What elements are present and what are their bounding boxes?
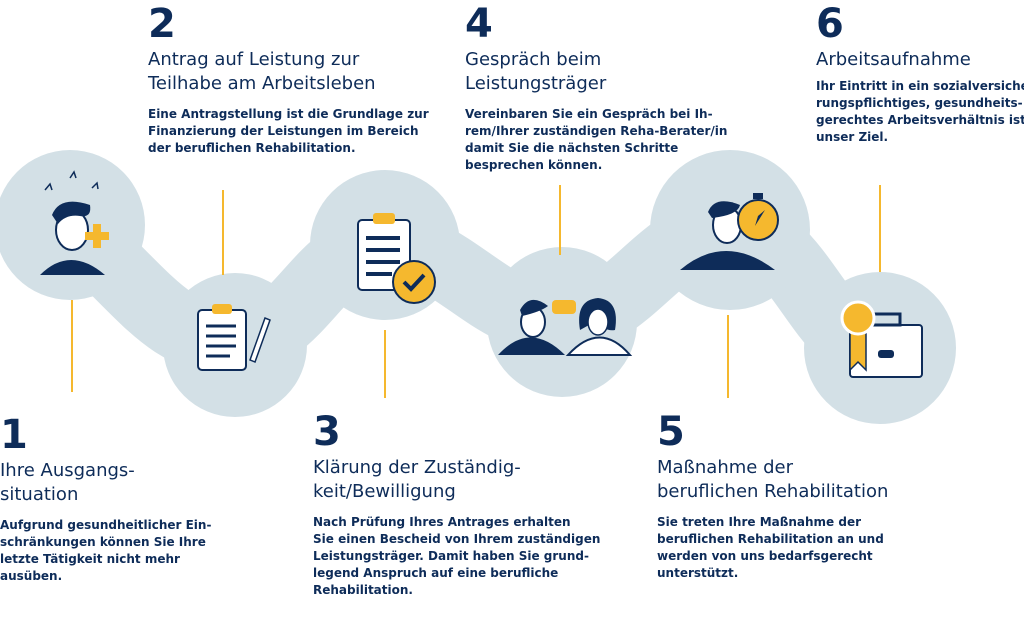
step-title: Klärung der Zuständig-keit/Bewilligung — [313, 457, 521, 502]
step-number: 5 — [657, 409, 685, 455]
step-description: Eine Antragstellung ist die Grundlage zu… — [148, 107, 429, 155]
step-description: Aufgrund gesundheitlicher Ein-schränkung… — [0, 518, 212, 583]
step-1: 1 Ihre Ausgangs-situation Aufgrund gesun… — [0, 413, 211, 585]
step-number: 6 — [816, 1, 844, 47]
step-number: 4 — [465, 1, 493, 47]
step-number: 3 — [313, 409, 341, 455]
clipboard-pen-icon — [197, 304, 271, 371]
step-number: 2 — [148, 1, 176, 47]
step-title: Ihre Ausgangs-situation — [0, 460, 135, 505]
step-6: 6 Arbeitsaufnahme Ihr Eintritt in ein so… — [816, 2, 1024, 146]
step-number: 1 — [0, 412, 28, 458]
step-description: Vereinbaren Sie ein Gespräch bei Ih-rem/… — [465, 107, 728, 172]
step-title: Arbeitsaufnahme — [816, 49, 971, 70]
briefcase-award-icon — [840, 300, 923, 378]
person-stopwatch-icon — [680, 193, 779, 270]
clipboard-checkmark-icon — [357, 213, 436, 304]
stressed-person-medical-cross-icon — [40, 170, 109, 275]
conversation-icon — [498, 298, 633, 356]
step-description: Ihr Eintritt in ein sozialversiche-rungs… — [816, 79, 1024, 144]
step-3: 3 Klärung der Zuständig-keit/Bewilligung… — [313, 410, 600, 599]
step-4-circle — [487, 247, 637, 397]
